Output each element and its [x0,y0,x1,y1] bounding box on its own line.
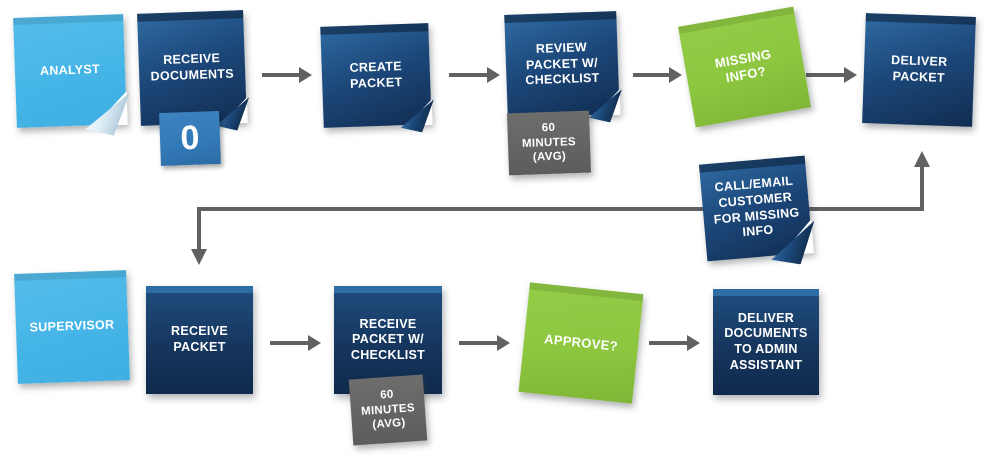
arrow-create-packet-to-review-packet [449,67,500,83]
review-packet-label: REVIEW PACKET W/ CHECKLIST [525,40,600,88]
arrow-approve-to-deliver-documents [649,335,700,351]
duration-label: 60 MINUTES (AVG) [360,389,416,432]
step-deliver-documents-to-admin-assistant: DELIVER DOCUMENTS TO ADMIN ASSISTANT [713,289,819,395]
review-duration-note: 60 MINUTES (AVG) [506,110,592,176]
step-receive-documents: RECEIVE DOCUMENTS [137,10,247,126]
lane-label-analyst: ANALYST [13,14,127,128]
receive-packet-label: RECEIVE PACKET [171,324,228,354]
decision-missing-info: MISSING INFO? [678,6,811,128]
supervisor-label: SUPERVISOR [29,317,115,335]
step-review-packet-w-checklist: REVIEW PACKET W/ CHECKLIST [504,11,620,118]
receive-documents-count-badge: 0 [159,110,221,167]
create-packet-label: CREATE PACKET [349,58,403,91]
duration-label: 60 MINUTES (AVG) [521,122,577,164]
lane-label-supervisor: SUPERVISOR [14,270,130,384]
arrow-missing-info-to-deliver-packet [806,67,857,83]
missing-info-label: MISSING INFO? [713,46,773,86]
step-receive-packet-w-checklist: RECEIVE PACKET W/ CHECKLIST [334,286,442,394]
call-email-label: CALL/EMAIL CUSTOMER FOR MISSING INFO [713,173,801,240]
deliver-documents-label: DELIVER DOCUMENTS TO ADMIN ASSISTANT [724,310,808,372]
arrow-review-packet-to-missing-info [633,67,682,83]
receive-documents-label: RECEIVE DOCUMENTS [150,51,235,84]
decision-approve: APPROVE? [518,282,644,404]
analyst-label: ANALYST [39,62,101,79]
count-value: 0 [179,118,201,158]
approve-label: APPROVE? [543,331,619,354]
step-call-email-customer: CALL/EMAIL CUSTOMER FOR MISSING INFO [698,155,813,262]
receive-checklist-duration-note: 60 MINUTES (AVG) [348,374,428,446]
step-create-packet: CREATE PACKET [320,23,431,128]
arrow-receive-docs-to-create-packet [262,67,312,83]
step-receive-packet: RECEIVE PACKET [146,286,253,394]
step-deliver-packet: DELIVER PACKET [862,13,976,127]
arrow-checklist-to-approve [459,335,510,351]
arrow-receive-packet-to-checklist [270,335,321,351]
deliver-packet-label: DELIVER PACKET [890,53,948,85]
receive-packet-checklist-label: RECEIVE PACKET W/ CHECKLIST [350,316,426,362]
